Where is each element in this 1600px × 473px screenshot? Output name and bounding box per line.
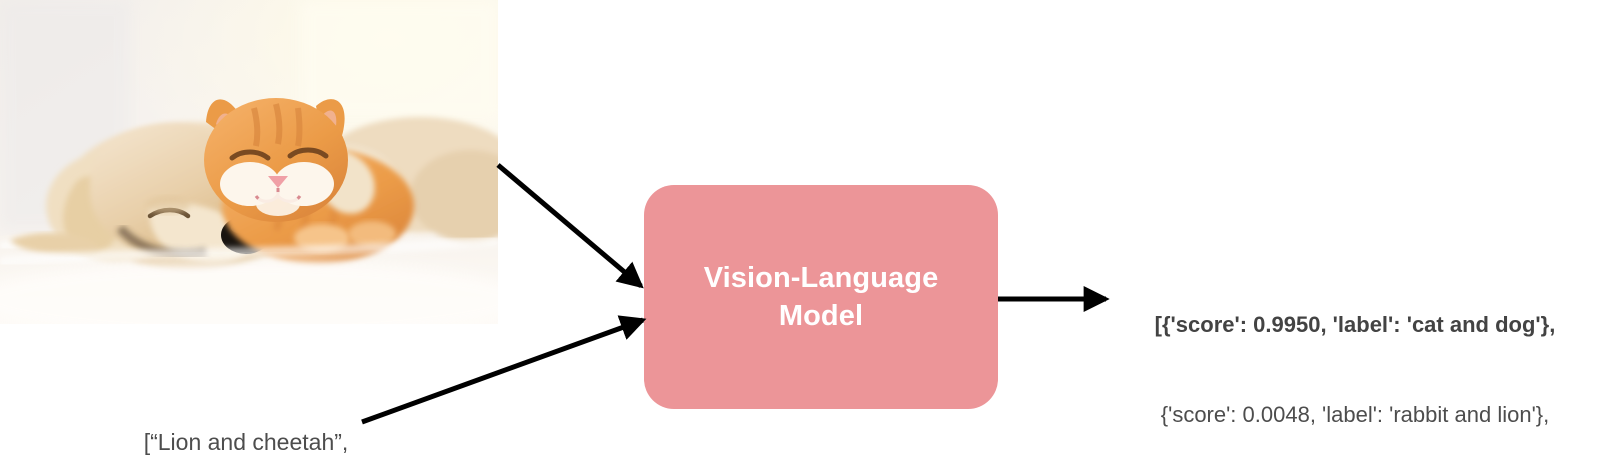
text-input-labels: [“Lion and cheetah”, “Cat and dog”, “Rab…: [76, 360, 416, 473]
image-to-model-arrow: [496, 163, 644, 289]
model-box: Vision-Language Model: [644, 185, 998, 409]
model-box-label: Vision-Language Model: [703, 262, 939, 332]
pet-photo-icon: [0, 0, 498, 324]
input-image: [0, 0, 498, 324]
output-line-1: [{'score': 0.9950, 'label': 'cat and dog…: [1154, 312, 1556, 337]
output-block: [{'score': 0.9950, 'label': 'cat and dog…: [1105, 250, 1600, 473]
prompt-line-1: [“Lion and cheetah”,: [143, 429, 349, 455]
output-line-2: {'score': 0.0048, 'label': 'rabbit and l…: [1160, 402, 1550, 427]
